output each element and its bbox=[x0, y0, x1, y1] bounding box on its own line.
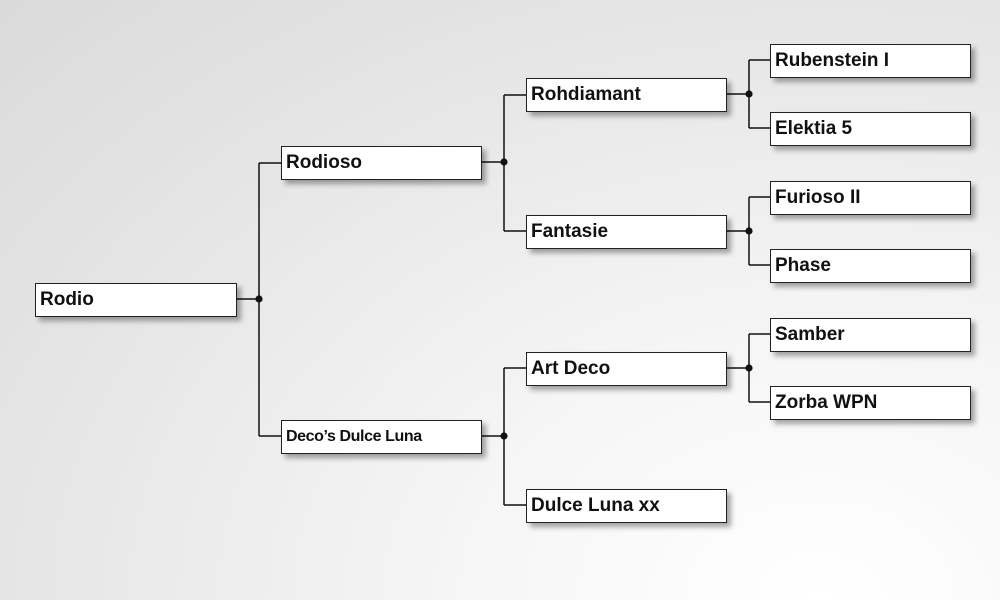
pedigree-dam-box: Deco’s Dulce Luna bbox=[281, 420, 482, 454]
junction-dot bbox=[745, 227, 753, 235]
pedigree-dam-dam-box: Dulce Luna xx bbox=[526, 489, 727, 523]
junction-dot bbox=[255, 295, 263, 303]
pedigree-dam-sire-sire-box: Samber bbox=[770, 318, 971, 352]
pedigree-sire-sire-dam-box: Elektia 5 bbox=[770, 112, 971, 146]
junction-dot bbox=[745, 364, 753, 372]
pedigree-dam-sire-dam-box: Zorba WPN bbox=[770, 386, 971, 420]
junction-dot bbox=[745, 90, 753, 98]
pedigree-horse-box: Rodio bbox=[35, 283, 237, 317]
pedigree-dam-sire-box: Art Deco bbox=[526, 352, 727, 386]
pedigree-sire-dam-sire-box: Furioso II bbox=[770, 181, 971, 215]
pedigree-sire-dam-dam-box: Phase bbox=[770, 249, 971, 283]
pedigree-sire-dam-box: Fantasie bbox=[526, 215, 727, 249]
junction-dot bbox=[500, 158, 508, 166]
pedigree-sire-box: Rodioso bbox=[281, 146, 482, 180]
junction-dot bbox=[500, 432, 508, 440]
pedigree-sire-sire-sire-box: Rubenstein I bbox=[770, 44, 971, 78]
pedigree-sire-sire-box: Rohdiamant bbox=[526, 78, 727, 112]
